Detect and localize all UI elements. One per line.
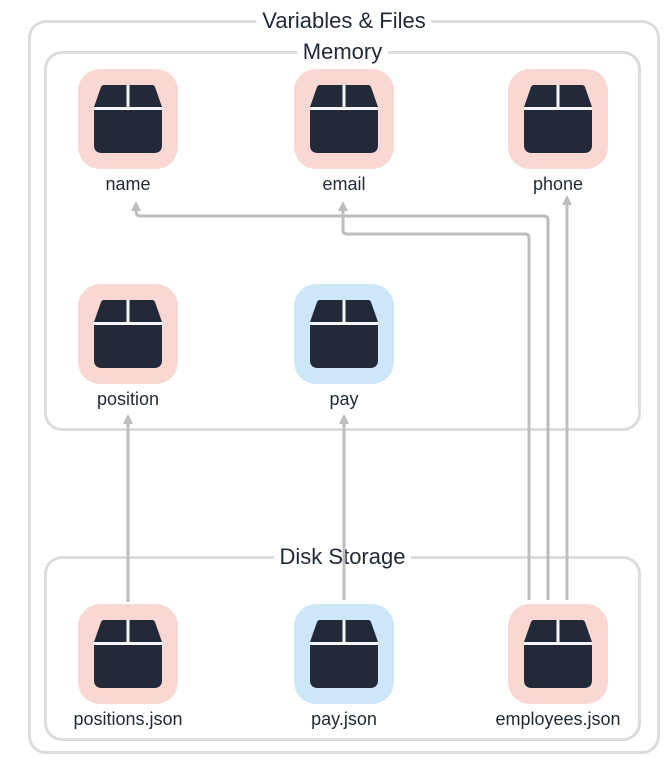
label-employees-json: employees.json [495, 709, 621, 729]
node-pay[interactable]: pay [294, 284, 394, 409]
box-icon [524, 620, 592, 688]
node-positions-json[interactable]: positions.json [73, 604, 183, 729]
tile-pay-json [294, 604, 394, 704]
memory-group-title: Memory [296, 39, 389, 65]
node-email[interactable]: email [294, 69, 394, 194]
box-icon [524, 85, 592, 153]
node-position[interactable]: position [78, 284, 178, 409]
node-employees-json[interactable]: employees.json [495, 604, 621, 729]
tile-employees-json [508, 604, 608, 704]
tile-name [78, 69, 178, 169]
box-icon [310, 620, 378, 688]
box-icon [94, 85, 162, 153]
box-icon [94, 620, 162, 688]
label-pay-json: pay.json [311, 709, 377, 729]
node-pay-json[interactable]: pay.json [294, 604, 394, 729]
box-icon [310, 85, 378, 153]
variables-files-group: Variables & Files [28, 8, 660, 754]
label-positions-json: positions.json [73, 709, 183, 729]
label-name: name [105, 174, 151, 194]
label-position: position [96, 389, 160, 409]
tile-position [78, 284, 178, 384]
label-phone: phone [532, 174, 584, 194]
disk-storage-group-title: Disk Storage [273, 544, 412, 570]
label-email: email [322, 174, 366, 194]
node-phone[interactable]: phone [508, 69, 608, 194]
box-icon [94, 300, 162, 368]
outer-group-title: Variables & Files [256, 8, 432, 34]
tile-phone [508, 69, 608, 169]
tile-positions-json [78, 604, 178, 704]
memory-group: Memory [44, 39, 641, 431]
tile-email [294, 69, 394, 169]
node-name[interactable]: name [78, 69, 178, 194]
label-pay: pay [329, 389, 359, 409]
tile-pay [294, 284, 394, 384]
box-icon [310, 300, 378, 368]
